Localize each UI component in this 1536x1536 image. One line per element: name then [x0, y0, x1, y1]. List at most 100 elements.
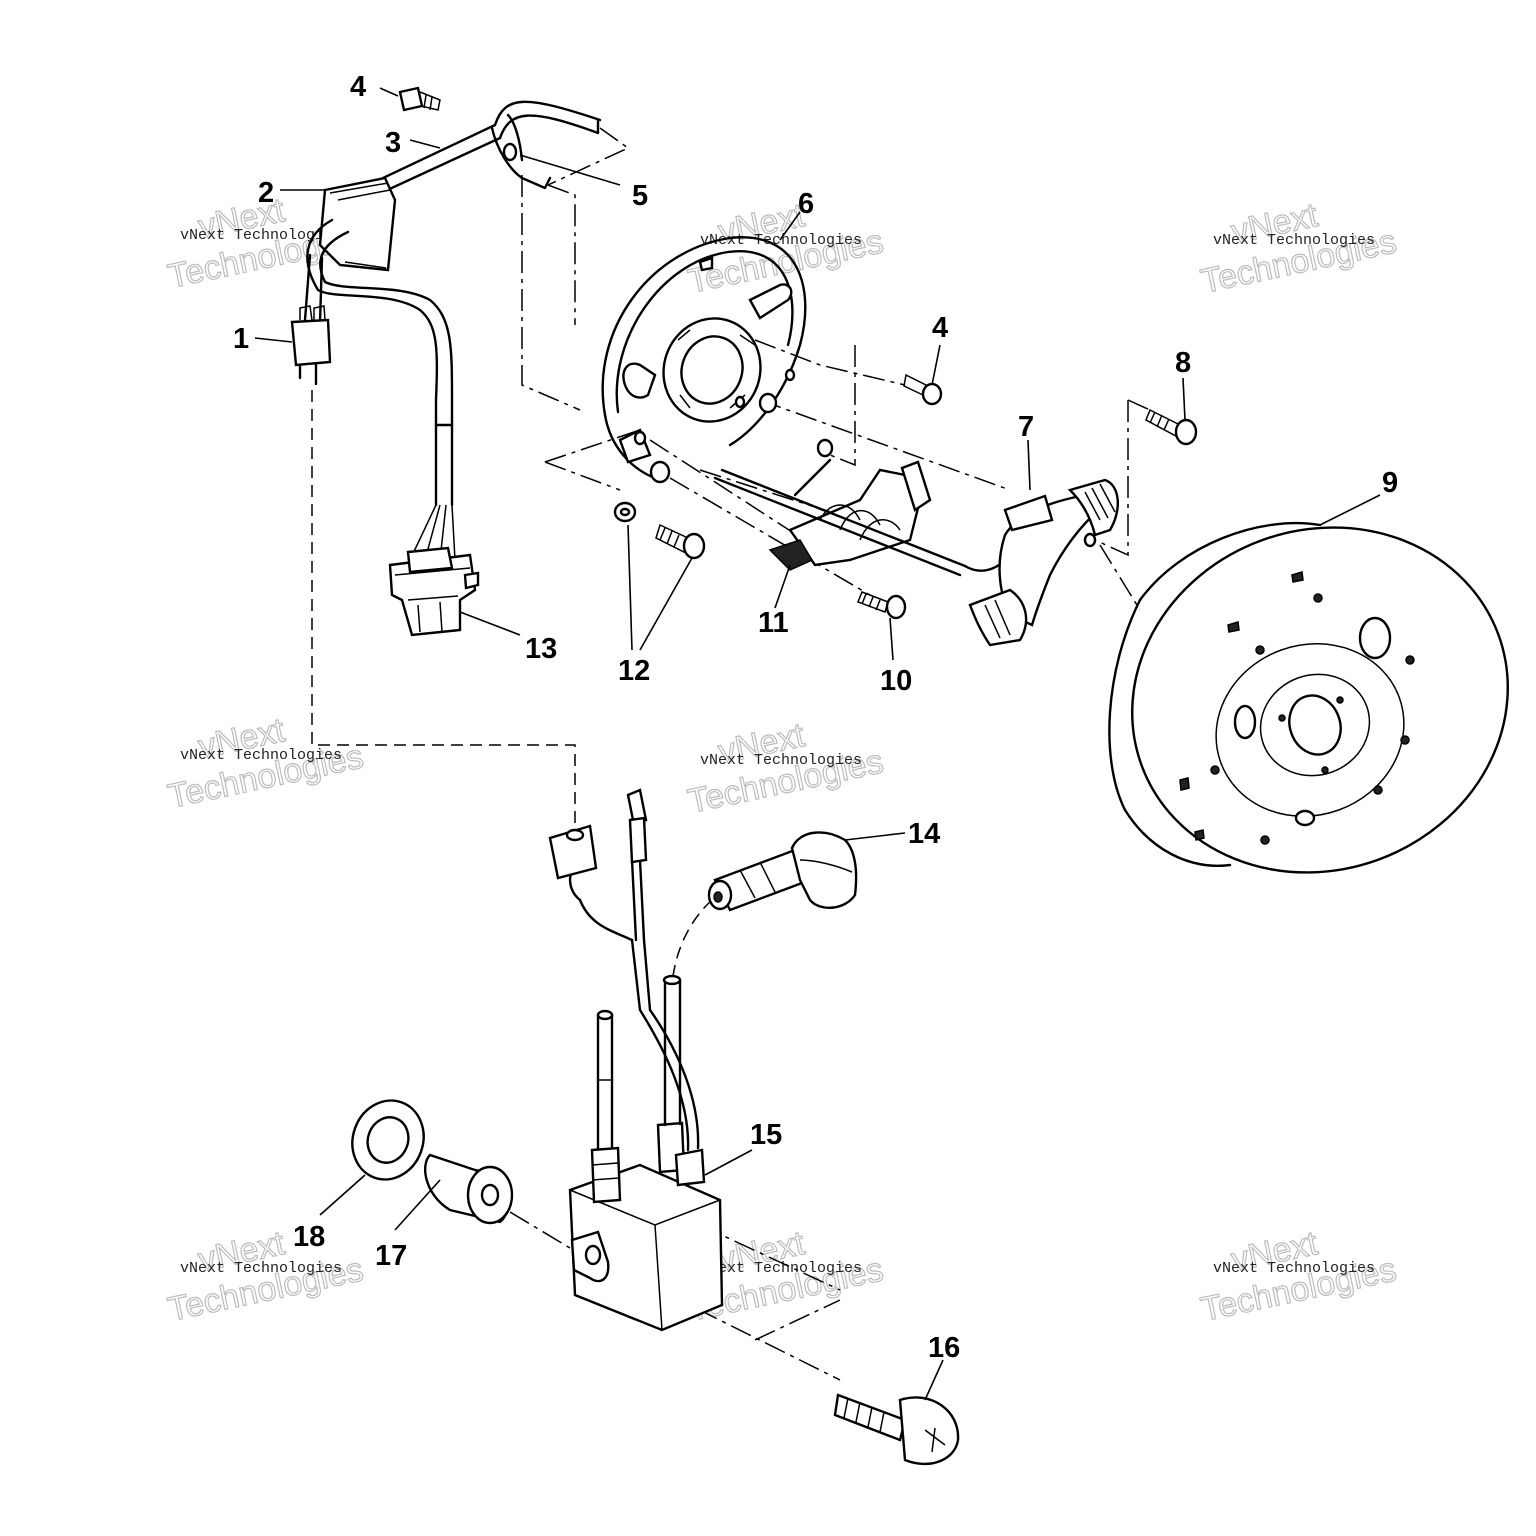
bracket-magnet — [968, 588, 1028, 647]
callout-2: 2 — [258, 177, 274, 209]
clip-hole — [502, 142, 518, 162]
watermark-text: vNext Technologies — [700, 752, 862, 769]
flywheel-bolt-hole — [1255, 645, 1265, 655]
screw-10 — [857, 591, 907, 620]
leader-line — [254, 337, 293, 343]
flywheel-rim — [1138, 521, 1322, 602]
hub-notch — [677, 329, 756, 409]
pickup-bracket-7 — [968, 478, 1119, 647]
flywheel-rim — [1108, 598, 1232, 867]
leader-line — [931, 344, 941, 386]
bolt-head — [898, 1396, 960, 1466]
washer-hole — [366, 1116, 410, 1164]
stator-slot — [622, 362, 657, 399]
watermark-text: vNext Technologies — [700, 232, 862, 249]
magnet-lines — [984, 599, 1011, 639]
leader-line — [774, 564, 791, 609]
screw-head — [885, 594, 907, 620]
flywheel-ring — [1215, 643, 1405, 817]
callout-6: 6 — [798, 188, 814, 220]
leader-line — [1182, 377, 1186, 421]
harness-cable — [319, 230, 454, 507]
callout-9: 9 — [1382, 467, 1398, 499]
bolt-head-cross — [924, 1427, 946, 1453]
flywheel-notch — [1291, 571, 1304, 583]
callout-13: 13 — [525, 633, 557, 665]
flywheel-bolt-hole — [1260, 835, 1270, 845]
coil-lamination — [900, 460, 932, 512]
harness-bend — [498, 114, 600, 140]
watermark-text: vNext Technologies — [180, 747, 342, 764]
flywheel-bolt-hole — [1400, 735, 1410, 745]
screw-4-right — [903, 373, 943, 406]
harness-bend — [493, 100, 602, 127]
coil-wire — [713, 476, 962, 577]
assembly-line — [1094, 400, 1129, 557]
leader-line — [627, 524, 633, 651]
connector-wire — [303, 253, 324, 324]
stator-tab — [698, 256, 714, 272]
cap-ridge — [739, 861, 776, 899]
assembly-line — [521, 175, 581, 411]
cdi-box-15 — [548, 788, 724, 1332]
cdi-wire-end — [662, 974, 682, 986]
stator-hole — [734, 395, 746, 409]
harness-cable — [306, 218, 439, 507]
spark-plug-cap-14 — [707, 831, 858, 912]
stator-hole — [633, 430, 647, 446]
stator-hole — [784, 368, 796, 382]
cdi-wire — [630, 938, 690, 1152]
screw-head — [682, 532, 706, 560]
leader-line — [379, 87, 399, 97]
bullet-terminal-sleeve — [628, 816, 648, 864]
callout-4: 4 — [350, 71, 366, 103]
callout-3: 3 — [385, 127, 401, 159]
stator-plate — [601, 236, 807, 484]
screw-4-top — [398, 86, 441, 112]
flywheel-bore — [1288, 694, 1342, 756]
callout-8: 8 — [1175, 347, 1191, 379]
callout-10: 10 — [880, 665, 912, 697]
cap-elbow — [790, 831, 858, 909]
stator-post — [758, 392, 778, 414]
flywheel-notch — [1194, 829, 1205, 841]
cdi-wire-end — [596, 1009, 614, 1021]
screw-thread — [861, 593, 881, 611]
boot-ribs — [591, 1162, 620, 1181]
harness-clip — [490, 126, 552, 190]
connector-detail — [394, 567, 471, 633]
callout-1: 1 — [233, 323, 249, 355]
screw-head — [921, 382, 943, 406]
stator-hub-bore — [680, 335, 744, 405]
screw-head — [1174, 418, 1198, 446]
callout-4: 4 — [932, 312, 948, 344]
washer-18 — [351, 1099, 425, 1181]
cdi-terminal-boot — [590, 1146, 622, 1204]
connector-tab — [463, 571, 480, 590]
assembly-line — [1127, 399, 1151, 411]
flywheel-hub — [1259, 673, 1371, 777]
assembly-line — [544, 461, 621, 491]
coil-lead — [793, 458, 832, 497]
ignition-coil-11 — [713, 458, 1007, 577]
bolt-16 — [833, 1393, 960, 1466]
assembly-line — [829, 345, 856, 467]
flywheel-notch — [1179, 777, 1190, 791]
flywheel-bolt-hole — [1405, 655, 1415, 665]
coil-lug — [768, 539, 814, 571]
connector-top — [406, 546, 454, 574]
flywheel-slot — [1294, 809, 1316, 827]
flywheel-bolt-hole — [1313, 593, 1323, 603]
cap-elbow-line — [799, 859, 853, 873]
flywheel-slot — [1358, 616, 1392, 660]
assembly-line — [754, 1299, 841, 1341]
callout-5: 5 — [632, 180, 648, 212]
screw-shank — [857, 591, 889, 613]
flywheel-bolt-hole — [1210, 765, 1220, 775]
wire-harness — [303, 100, 602, 561]
grommet-pad — [318, 176, 397, 272]
leader-line — [319, 1174, 366, 1216]
callout-12: 12 — [618, 655, 650, 687]
cdi-terminal-boot — [674, 1148, 706, 1187]
small-washer — [816, 438, 834, 458]
